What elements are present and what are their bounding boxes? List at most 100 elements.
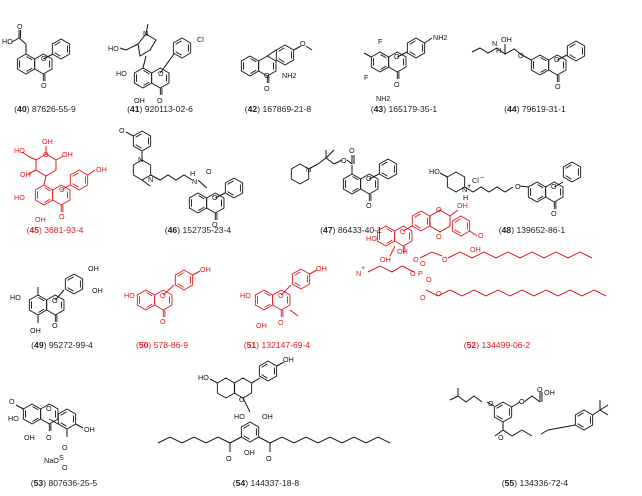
atom-label: O <box>341 156 347 165</box>
atom-label: O <box>158 69 164 78</box>
compound-index: 52 <box>467 340 477 350</box>
structure-44 <box>471 40 586 83</box>
atom-label: O <box>278 291 284 300</box>
structure-48 <box>439 161 582 210</box>
atom-label: S <box>59 453 64 462</box>
compound-caption-46: (46) 152735-23-4 <box>165 225 232 235</box>
atom-label: O <box>300 39 306 48</box>
atom-label: O <box>537 385 543 394</box>
atom-label: NH2 <box>376 94 390 103</box>
compound-caption-54: (54) 144337-18-8 <box>233 478 300 488</box>
cas-number: 95272-99-4 <box>49 340 93 350</box>
atom-label: O <box>59 212 65 221</box>
compound-index: 51 <box>247 340 257 350</box>
structure-41 <box>119 23 192 96</box>
compound-caption-41: (41) 920113-02-6 <box>127 104 193 114</box>
cas-number: 807636-25-5 <box>48 478 97 488</box>
atom-label: N <box>356 269 361 278</box>
atom-label: O <box>515 182 521 191</box>
atom-label: HO <box>240 291 251 300</box>
atom-label: O <box>554 55 560 64</box>
atom-label: O <box>519 397 525 406</box>
compound-index: 43 <box>374 104 384 114</box>
structure-42 <box>240 44 313 84</box>
atom-label: O <box>400 227 406 236</box>
atom-label: O <box>239 395 245 404</box>
compound-index: 53 <box>34 478 44 488</box>
atom-label: + <box>361 263 365 272</box>
atom-label: OH <box>457 201 468 210</box>
atom-label: O <box>41 54 47 63</box>
atom-label: O <box>551 182 557 191</box>
atom-label: O <box>266 454 272 463</box>
structure-53 <box>15 403 84 437</box>
atom-label: H <box>190 169 195 178</box>
atom-label: N <box>143 29 148 38</box>
atom-label: NH2 <box>433 33 447 42</box>
atom-label: O <box>62 463 68 472</box>
atom-label: O <box>394 52 400 61</box>
atom-label: O <box>394 80 400 89</box>
atom-label: NH2 <box>282 71 296 80</box>
cas-number: 79619-31-1 <box>522 104 566 114</box>
structure-47 <box>290 149 398 202</box>
cas-number: 920113-02-6 <box>145 104 193 114</box>
atom-label: P <box>418 269 423 278</box>
atom-label: HO <box>14 146 25 155</box>
atom-label: O <box>46 433 52 442</box>
compound-caption-53: (53) 807636-25-5 <box>31 478 98 488</box>
atom-label: O <box>9 397 15 406</box>
atom-label: N <box>148 175 153 184</box>
atom-label: O <box>264 71 270 80</box>
compound-index: 49 <box>34 340 44 350</box>
cas-number: 86433-40-1 <box>338 225 382 235</box>
atom-label: N <box>192 177 197 186</box>
cas-number: 578-86-9 <box>154 340 189 350</box>
compound-index: 44 <box>507 104 517 114</box>
atom-label: HO <box>124 291 135 300</box>
atom-label: O <box>518 51 524 60</box>
cas-number: 134499-06-2 <box>481 340 530 350</box>
atom-label: HO <box>198 373 209 382</box>
cas-number: 152735-23-4 <box>182 225 231 235</box>
atom-label: O <box>366 174 372 183</box>
atom-label: HO <box>10 293 21 302</box>
cas-number: 165179-35-1 <box>388 104 437 114</box>
atom-label: O <box>206 167 212 176</box>
atom-label: H <box>496 46 501 55</box>
compound-caption-42: (42) 167869-21-8 <box>245 104 312 114</box>
atom-label: O <box>278 318 284 327</box>
atom-label: N <box>306 165 311 174</box>
atom-label: OH <box>96 165 107 174</box>
atom-label: OH <box>262 412 273 421</box>
atom-label: O <box>119 126 125 135</box>
compound-caption-45: (45) 3681-93-4 <box>27 225 84 235</box>
compound-caption-47: (47) 86433-40-1 <box>320 225 382 235</box>
compound-caption-55: (55) 134336-72-4 <box>502 478 569 488</box>
atom-label: OH <box>544 388 555 397</box>
atom-label: O <box>498 433 504 442</box>
atom-label: O <box>349 146 355 155</box>
cas-number: 132147-69-4 <box>261 340 310 350</box>
atom-label: HO <box>2 37 13 46</box>
atom-label: O <box>410 269 416 278</box>
atom-label: Cl <box>197 35 204 44</box>
compound-index: 54 <box>236 478 246 488</box>
compound-index: 55 <box>505 478 515 488</box>
cas-number: 3681-93-4 <box>44 225 83 235</box>
atom-label: OH <box>88 264 99 273</box>
atom-label: O <box>555 82 561 91</box>
atom-label: O <box>41 81 47 90</box>
atom-label: O <box>52 296 58 305</box>
structure-51 <box>254 268 318 318</box>
atom-label: OH <box>92 286 103 295</box>
atom-label: O <box>478 231 484 240</box>
compound-index: 40 <box>17 104 27 114</box>
atom-label: O <box>366 201 372 210</box>
atom-label: O <box>226 454 232 463</box>
atom-label: OH <box>62 150 73 159</box>
atom-label: O <box>46 404 52 413</box>
atom-label: OH <box>20 170 31 179</box>
atom-label: OH <box>501 35 512 44</box>
